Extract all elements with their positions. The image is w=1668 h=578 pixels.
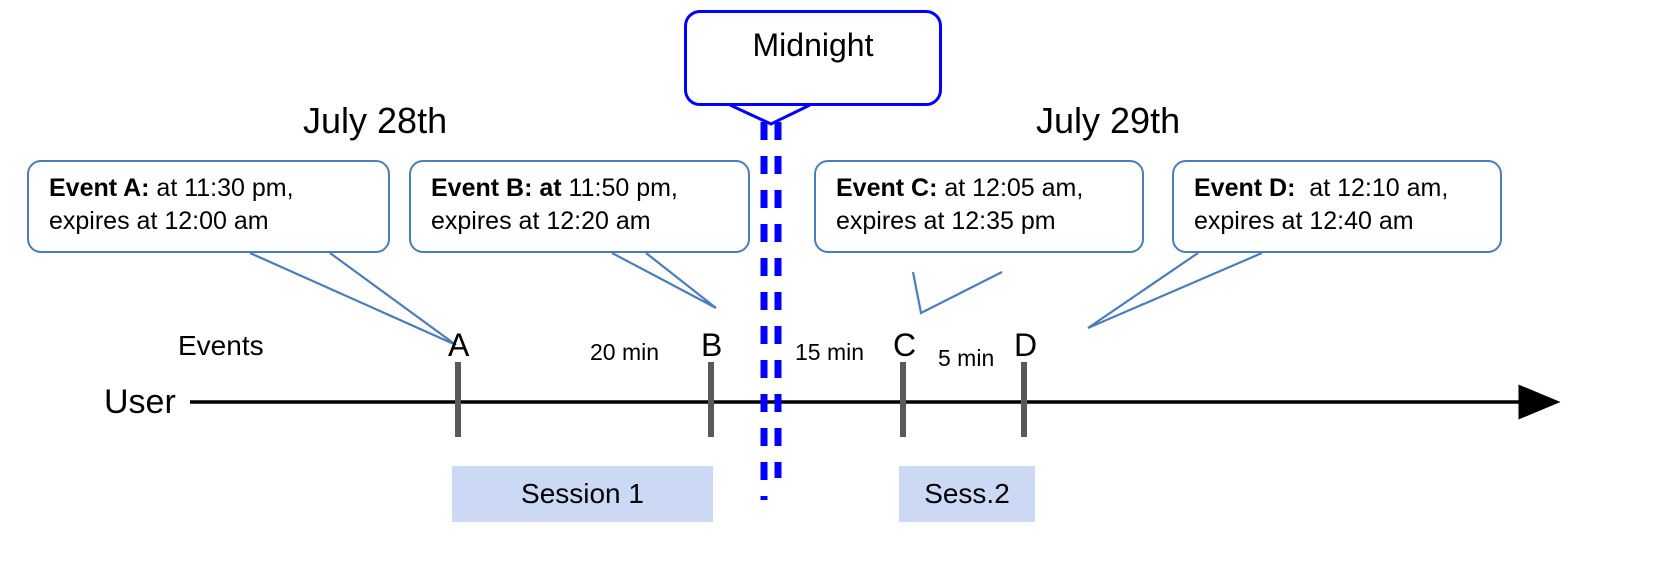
- event-marker-label-a: A: [448, 327, 470, 363]
- callout-event-b-line2: expires at 12:20 am: [431, 206, 651, 235]
- callout-event-a-line1: at 11:30 pm,: [149, 174, 294, 202]
- leader-event-b: [611, 252, 717, 309]
- event-marker-label-b: B: [701, 327, 723, 363]
- row-label-user: User: [104, 383, 176, 421]
- row-label-events: Events: [178, 330, 264, 361]
- date-label-july-29: July 29th: [1036, 100, 1181, 141]
- event-marker-label-c: C: [893, 327, 917, 363]
- interval-label-a-b: 20 min: [590, 339, 660, 365]
- leader-event-d: [1087, 251, 1263, 330]
- callout-event-c-title: Event C:: [836, 174, 938, 202]
- date-label-july-28: July 28th: [303, 100, 448, 141]
- interval-label-c-d: 5 min: [938, 345, 995, 371]
- interval-label-b-c: 15 min: [795, 339, 865, 365]
- callout-event-a-line2: expires at 12:00 am: [49, 206, 269, 235]
- callout-event-a: Event A: at 11:30 pm, expires at 12:00 a…: [27, 160, 390, 253]
- midnight-bubble-tail: [729, 103, 811, 126]
- callout-event-d-line2: expires at 12:40 am: [1194, 206, 1414, 235]
- leader-event-c: [911, 271, 1003, 315]
- callout-event-c: Event C: at 12:05 am, expires at 12:35 p…: [814, 160, 1144, 253]
- midnight-label: Midnight: [752, 27, 874, 63]
- callout-event-d: Event D: at 12:10 am, expires at 12:40 a…: [1172, 160, 1502, 253]
- callout-event-a-title: Event A:: [49, 174, 150, 202]
- callout-event-b-title: Event B: at: [431, 174, 562, 202]
- event-marker-label-d: D: [1014, 327, 1038, 363]
- callout-event-b: Event B: at 11:50 pm, expires at 12:20 a…: [409, 160, 750, 253]
- callout-event-b-line1: 11:50 pm,: [561, 174, 678, 202]
- session-block-2: Sess.2: [899, 466, 1035, 522]
- callout-event-d-title: Event D:: [1194, 174, 1296, 202]
- callout-event-d-line1: at 12:10 am,: [1295, 174, 1449, 202]
- callout-event-c-line2: expires at 12:35 pm: [836, 206, 1056, 235]
- midnight-callout: Midnight: [684, 10, 942, 106]
- session-block-1: Session 1: [452, 466, 713, 522]
- session-block-1-label: Session 1: [521, 478, 644, 509]
- callout-event-c-line1: at 12:05 am,: [937, 174, 1084, 202]
- session-block-2-label: Sess.2: [924, 478, 1010, 509]
- leader-event-a: [249, 251, 457, 347]
